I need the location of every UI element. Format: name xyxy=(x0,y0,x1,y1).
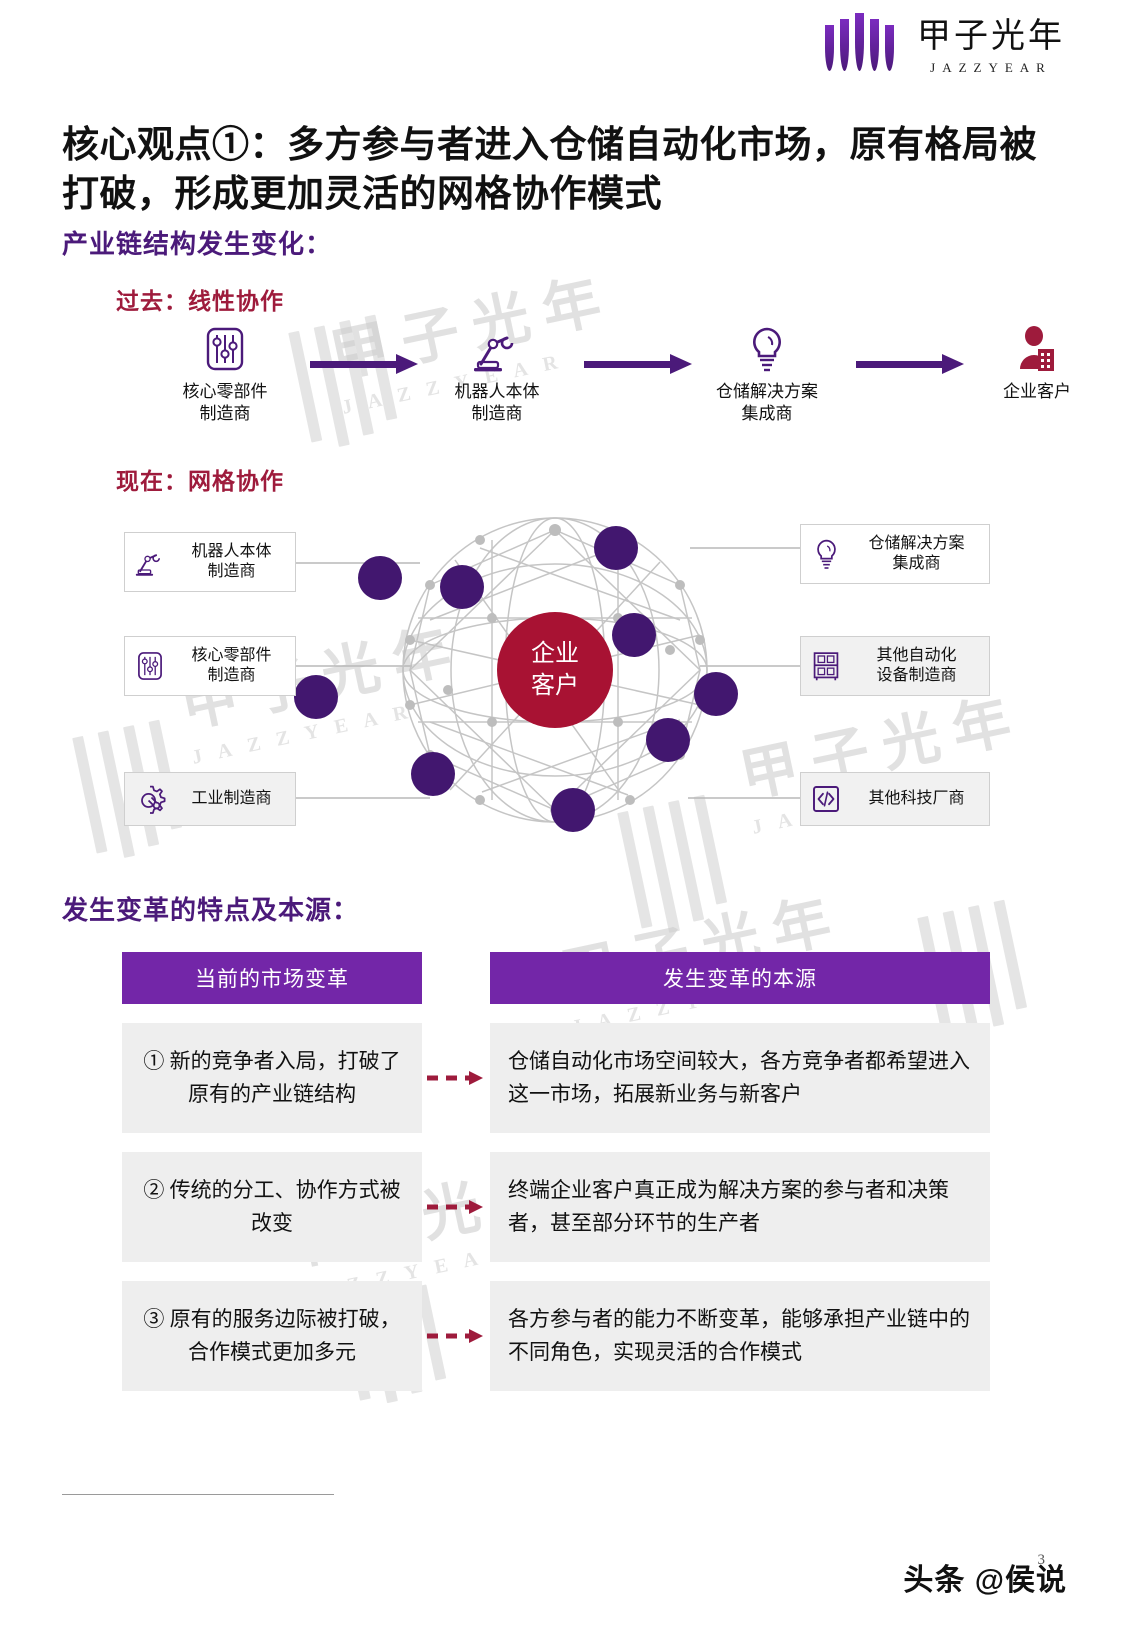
enterprise-user-icon xyxy=(962,325,1112,373)
mesh-box-label: 工业制造商 xyxy=(191,790,272,807)
center-node-label: 企业 客户 xyxy=(531,641,579,700)
subheading-now: 现在：网格协作 xyxy=(116,469,284,494)
mesh-collaboration-diagram: 企业 客户 机器人本体 制造商 xyxy=(100,500,1000,840)
dashed-arrow xyxy=(422,1281,490,1391)
mesh-box-label: 仓储解决方案 集成商 xyxy=(868,535,965,572)
mesh-box-core-components[interactable]: 核心零部件 制造商 xyxy=(124,636,296,696)
footer-attribution: 头条 @侯说 xyxy=(903,1564,1067,1597)
sliders-icon xyxy=(150,325,300,373)
flow-node-solution-integrator: 仓储解决方案 集成商 xyxy=(692,325,842,425)
change-features-table: 当前的市场变革 发生变革的本源 ① 新的竞争者入局，打破了原有的产业链结构 仓储… xyxy=(122,952,990,1391)
flow-node-core-components: 核心零部件 制造商 xyxy=(150,325,300,425)
logo-text-cn: 甲子光年 xyxy=(917,18,1065,55)
subheading-past: 过去：线性协作 xyxy=(116,289,284,314)
flow-node-label: 仓储解决方案 集成商 xyxy=(716,382,818,423)
mesh-box-label: 核心零部件 制造商 xyxy=(191,647,272,684)
table-cell-change: ① 新的竞争者入局，打破了原有的产业链结构 xyxy=(122,1023,422,1133)
mesh-box-label: 机器人本体 制造商 xyxy=(191,543,272,580)
flow-node-label: 核心零部件 制造商 xyxy=(182,382,268,423)
dashed-arrow xyxy=(422,1023,490,1133)
robot-arm-icon xyxy=(422,325,572,373)
mesh-sphere-graphic xyxy=(294,517,800,832)
flow-arrow xyxy=(856,354,964,374)
section-heading-features: 发生变革的特点及本源： xyxy=(62,896,360,925)
table-header-right: 发生变革的本源 xyxy=(490,952,990,1004)
flow-node-robot-maker: 机器人本体 制造商 xyxy=(422,325,572,425)
lightbulb-icon xyxy=(692,325,842,373)
mesh-box-label: 其他科技厂商 xyxy=(868,790,965,807)
table-cell-source: 各方参与者的能力不断变革，能够承担产业链中的不同角色，实现灵活的合作模式 xyxy=(490,1281,990,1391)
flow-node-enterprise-customer: 企业客户 xyxy=(962,325,1112,403)
mesh-box-solution-integrator[interactable]: 仓储解决方案 集成商 xyxy=(800,524,990,584)
table-header-row: 当前的市场变革 发生变革的本源 xyxy=(122,952,990,1004)
mesh-node xyxy=(294,526,738,832)
shelf-icon xyxy=(809,649,843,683)
flow-arrow xyxy=(310,354,418,374)
mesh-box-label: 其他自动化 设备制造商 xyxy=(876,647,957,684)
center-node xyxy=(497,612,613,728)
robot-arm-icon xyxy=(133,545,167,579)
flow-node-label: 企业客户 xyxy=(1003,382,1071,401)
brand-logo: 甲子光年 JAZZYEAR xyxy=(823,8,1065,76)
sliders-icon xyxy=(133,649,167,683)
lightbulb-icon xyxy=(809,537,843,571)
logo-mark-icon xyxy=(823,13,901,71)
dashed-arrow xyxy=(422,1152,490,1262)
table-cell-change: ③ 原有的服务边际被打破，合作模式更加多元 xyxy=(122,1281,422,1391)
gear-wrench-icon xyxy=(133,782,167,816)
table-cell-source: 终端企业客户真正成为解决方案的参与者和决策者，甚至部分环节的生产者 xyxy=(490,1152,990,1262)
flow-node-label: 机器人本体 制造商 xyxy=(454,382,540,423)
code-icon xyxy=(809,782,843,816)
table-cell-source: 仓储自动化市场空间较大，各方竞争者都希望进入这一市场，拓展新业务与新客户 xyxy=(490,1023,990,1133)
table-header-left: 当前的市场变革 xyxy=(122,952,422,1004)
table-row: ③ 原有的服务边际被打破，合作模式更加多元 各方参与者的能力不断变革，能够承担产… xyxy=(122,1281,990,1391)
page-number: 3 xyxy=(1037,1552,1046,1568)
page-title: 核心观点①：多方参与者进入仓储自动化市场，原有格局被打破，形成更加灵活的网格协作… xyxy=(62,124,1037,215)
logo-text-en: JAZZYEAR xyxy=(930,60,1052,75)
table-row: ① 新的竞争者入局，打破了原有的产业链结构 仓储自动化市场空间较大，各方竞争者都… xyxy=(122,1023,990,1133)
mesh-box-robot-maker[interactable]: 机器人本体 制造商 xyxy=(124,532,296,592)
flow-arrow xyxy=(584,354,692,374)
section-heading-chain: 产业链结构发生变化： xyxy=(62,230,333,259)
mesh-box-industrial-maker[interactable]: 工业制造商 xyxy=(124,772,296,826)
table-row: ② 传统的分工、协作方式被改变 终端企业客户真正成为解决方案的参与者和决策者，甚… xyxy=(122,1152,990,1262)
mesh-box-other-automation[interactable]: 其他自动化 设备制造商 xyxy=(800,636,990,696)
table-cell-change: ② 传统的分工、协作方式被改变 xyxy=(122,1152,422,1262)
mesh-box-other-tech[interactable]: 其他科技厂商 xyxy=(800,772,990,826)
footer-divider xyxy=(62,1494,334,1495)
linear-collaboration-flow: 核心零部件 制造商 机器人本体 制造商 xyxy=(150,325,1071,440)
